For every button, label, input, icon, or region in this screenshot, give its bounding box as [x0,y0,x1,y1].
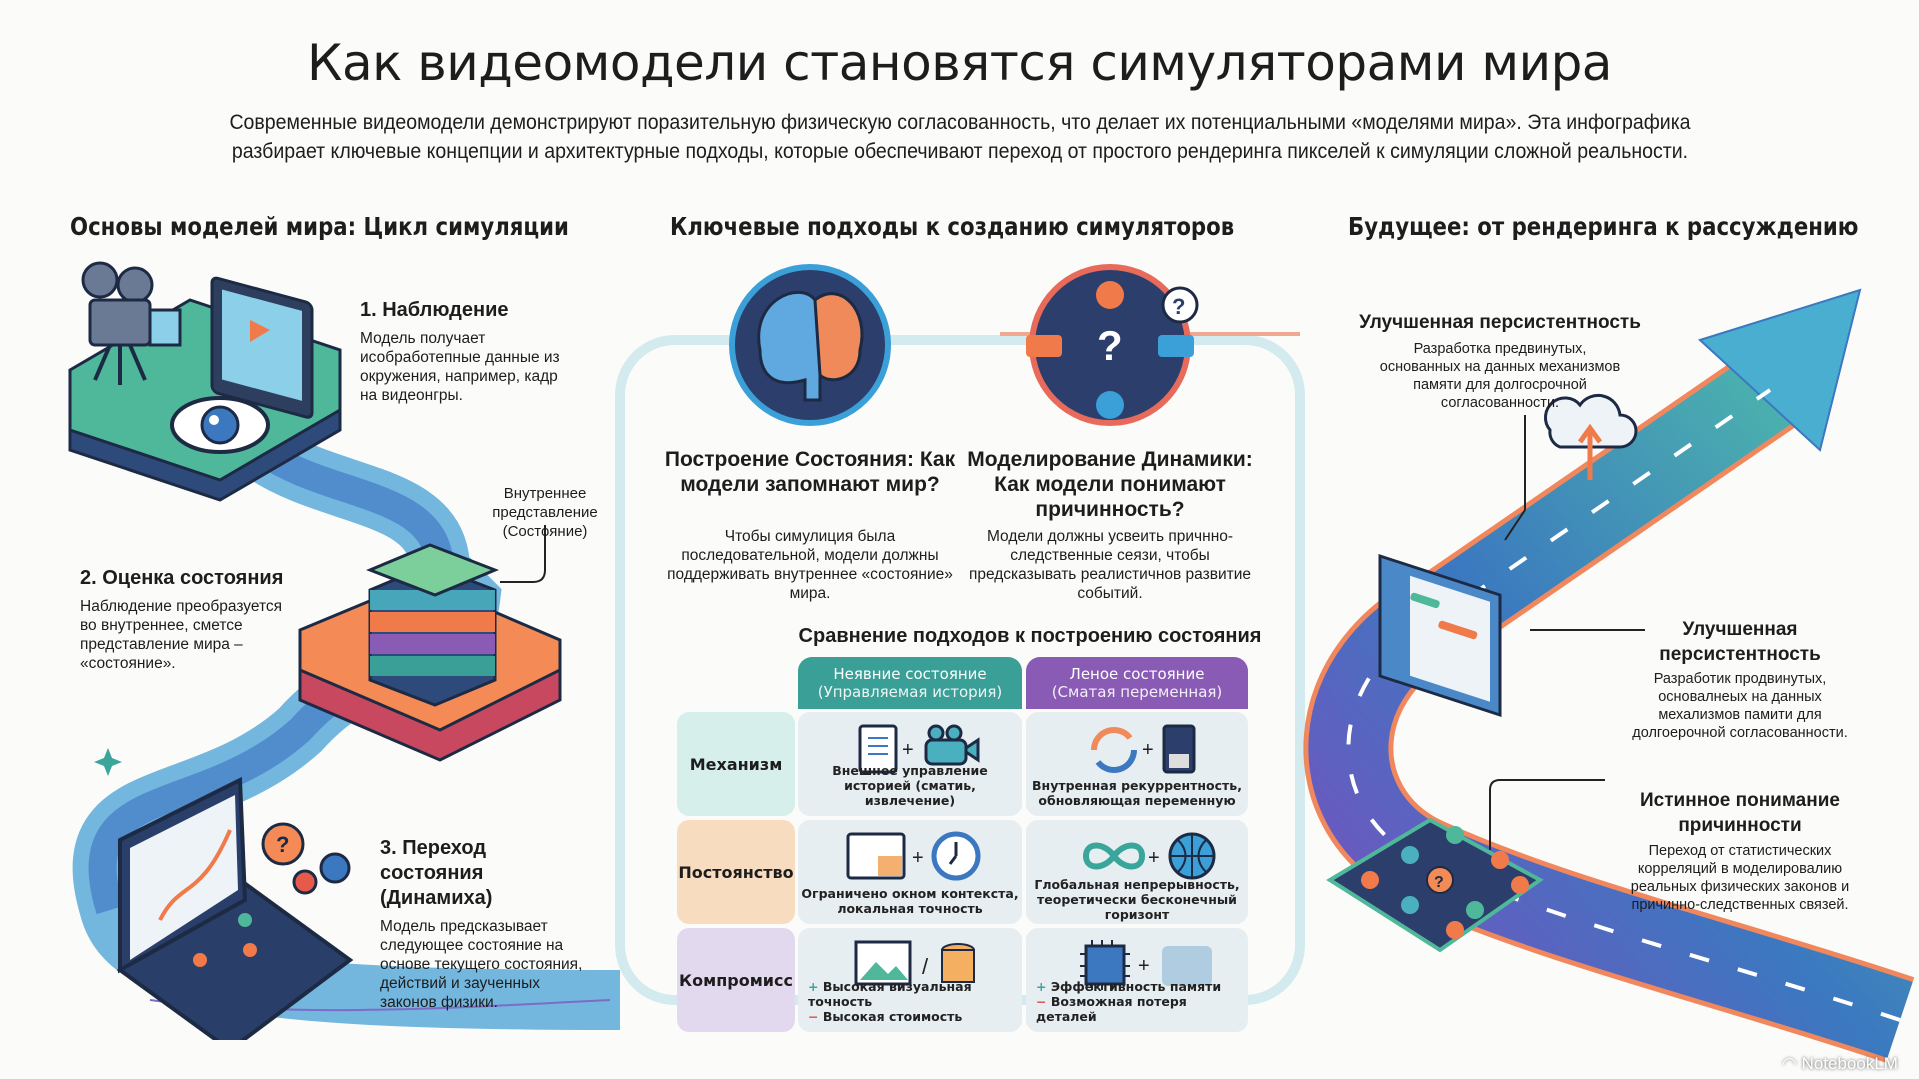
future-item-2-title: Улучшенная персистентность [1659,619,1821,665]
cell-implicit-tradeoff: / + Высокая визуальная точность− Высокая… [798,928,1022,1032]
scroll-plus-camera-icon: + [858,724,980,774]
row-label-persistence: Постоянство [677,820,795,924]
sparkle-icon [94,748,122,776]
step-observation: 1. Наблюдение Модель получает исобработе… [360,298,590,405]
step3-body: Модель предсказывает следующее состояние… [380,918,583,1011]
step1-title: 1. Наблюдение [360,299,509,321]
state-label: Внутреннее представление (Состояние) [492,485,598,540]
svg-text:+: + [902,739,914,761]
step-state-estimation: 2. Оценка состояния Наблюдение преобразу… [80,566,310,673]
cell-text: + Эффективность памяти− Возможная потеря… [1036,979,1222,1024]
timeline-panel-icon [1378,554,1502,717]
state-cube-icon [365,543,500,707]
step2-title: 2. Оценка состояния [80,567,284,589]
svg-text:?: ? [1172,294,1185,319]
column-header-latent: Леное состояние(Сматая переменная) [1026,657,1248,709]
observation-platform [68,261,342,502]
causality-cycle-icon: ? ? [1026,264,1199,426]
chip-plus-blur-icon: + [1080,940,1212,990]
causal-graph-platform-icon: ? [1326,817,1544,953]
approach-icons: ? ? [729,264,1199,426]
step2-body: Наблюдение преобразуется во внутреннее, … [80,598,283,672]
cloud-upload-icon [1543,394,1638,480]
future-item-3-title: Истинное понимание причинности [1640,790,1840,836]
cell-latent-persistence: + Глобальная непрерывность, теоретически… [1026,820,1248,924]
cell-text: Внутренная рекуррентность, обновляющая п… [1032,778,1242,808]
future-item-1-title: Улучшенная персистентность [1359,312,1641,333]
state-building-title: Построение Состояния: Как модели запомна… [664,448,956,496]
brain-icon [729,264,891,426]
future-item-3-body: Переход от статистических корреляций в м… [1630,843,1850,913]
cell-implicit-persistence: + Ограничено окном контекста, локальная … [798,820,1022,924]
gear-icon-small [292,869,318,895]
step3-title: 3. Переход состояния (Динамиха) [380,837,493,909]
svg-text:+: + [912,847,924,869]
notebooklm-watermark: ◠ NotebookLM [1782,1054,1898,1073]
window-plus-clock-icon: + [846,831,981,881]
future-item-2-body: Разработик продвинутых, основалнеых на д… [1632,671,1848,741]
subtitle-line-1: Современные видеомодели демонстрируют по… [229,111,1691,134]
cell-latent-mechanism: + Внутренная рекуррентность, обновляющая… [1026,712,1248,816]
step-state-transition: 3. Переход состояния (Динамиха) Модель п… [380,836,610,1012]
cell-text: Ограничено окном контекста, локальная то… [801,886,1019,916]
subtitle: Современные видеомодели демонстрируют по… [142,108,1779,166]
future-road-illustration: ? [1303,288,1915,1063]
camera-icon [81,261,182,385]
step1-body: Модель получает исобработепные данные из… [360,330,560,404]
row-label-mechanism: Механизм [677,712,795,816]
right-heading: Будущее: от рендеринга к рассуждению [1348,212,1859,241]
cell-text: Внешнее управление историей (сматиь, изв… [832,763,988,808]
gear-icon [319,852,351,884]
cell-text: Глобальная непрерывность, теоретически б… [1034,877,1240,922]
comparison-title: Сравнение подходов к построению состояни… [798,625,1262,647]
state-callout-line [500,525,546,583]
cell-implicit-mechanism: + Внешнее управление историей (сматиь, и… [798,712,1022,816]
svg-text:?: ? [1097,322,1123,369]
left-heading: Основы моделей мира: Цикл симуляции [70,212,569,241]
image-slash-coins-icon: / [854,940,975,986]
recurrence-plus-memory-icon: + [1091,724,1196,774]
page-title: Как видеомодели становятся симуляторами … [307,34,1612,92]
svg-text:/: / [922,954,929,979]
notebooklm-logo-icon: ◠ [1782,1054,1802,1073]
question-bubble-icon [261,822,305,866]
cell-text: + Высокая визуальная точность− Высокая с… [808,979,972,1024]
svg-text:+: + [1138,955,1150,977]
svg-text:+: + [1142,739,1154,761]
cell-latent-tradeoff: + + Эффективность памяти− Возможная поте… [1026,928,1248,1032]
state-building-body: Чтобы симулиция была последовательной, м… [667,528,953,602]
simulation-cycle-illustration: ? [68,261,621,1040]
dynamics-title: Моделирование Динамики: Как модели поним… [967,448,1253,521]
subtitle-line-2: разбирает ключевые концепции и архитекту… [231,140,1689,163]
svg-text:+: + [1148,847,1160,869]
row-label-tradeoff: Компромисс [677,928,795,1032]
svg-text:?: ? [276,832,289,857]
column-header-implicit: Неявние состояние(Управляемая история) [798,657,1022,709]
future-item-1-body: Разработка предвинутых, основанных на да… [1379,341,1621,411]
center-heading: Ключевые подходы к созданию симуляторов [670,212,1235,241]
laptop-dynamics-icon: ? [116,776,354,1040]
infinity-plus-globe-icon: + [1082,832,1216,880]
dynamics-body: Модели должны усвеить причнно-следственн… [968,528,1252,602]
svg-text:?: ? [1434,874,1444,891]
